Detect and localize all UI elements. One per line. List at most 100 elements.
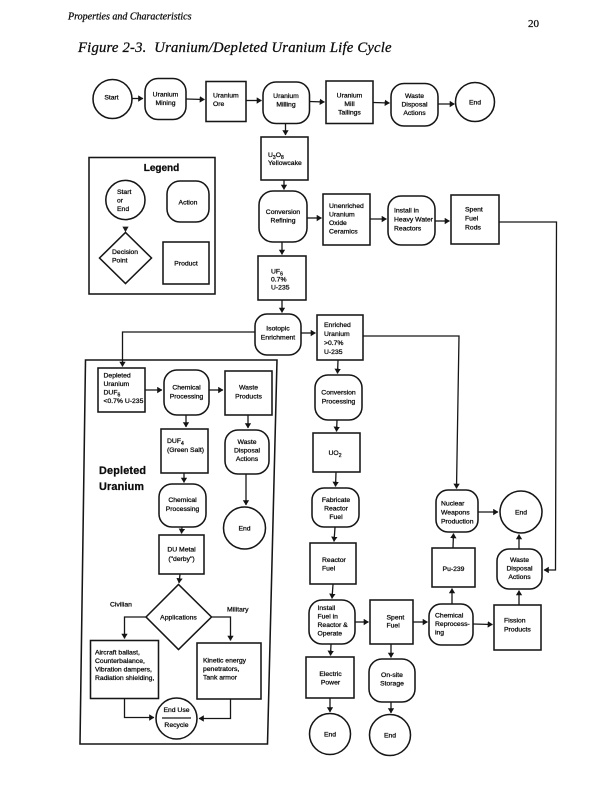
svg-text:Mill: Mill bbox=[344, 101, 355, 108]
svg-text:Uranium: Uranium bbox=[324, 331, 350, 338]
svg-text:Production: Production bbox=[441, 519, 474, 526]
svg-text:UF6: UF6 bbox=[271, 269, 283, 278]
svg-text:U-235: U-235 bbox=[271, 285, 290, 292]
svg-text:Reprocess-: Reprocess- bbox=[435, 621, 470, 628]
svg-text:Kinetic energy: Kinetic energy bbox=[203, 658, 247, 665]
svg-text:Fuel: Fuel bbox=[465, 216, 479, 223]
svg-text:End: End bbox=[469, 100, 481, 107]
svg-text:Products: Products bbox=[504, 627, 531, 634]
svg-text:Pu-239: Pu-239 bbox=[443, 566, 465, 573]
svg-text:End: End bbox=[238, 526, 250, 533]
svg-text:("derby"): ("derby") bbox=[168, 556, 194, 563]
svg-text:Military: Military bbox=[227, 607, 249, 614]
svg-text:Actions: Actions bbox=[403, 110, 426, 117]
svg-text:Actions: Actions bbox=[508, 574, 531, 581]
svg-text:Counterbalance,: Counterbalance, bbox=[95, 658, 145, 665]
svg-text:penetrators,: penetrators, bbox=[203, 666, 239, 673]
svg-text:Milling: Milling bbox=[276, 102, 295, 109]
svg-text:Ceramics: Ceramics bbox=[329, 229, 358, 236]
svg-text:Disposal: Disposal bbox=[234, 448, 261, 455]
svg-text:Uranium: Uranium bbox=[153, 92, 179, 99]
svg-text:Vibration dampers,: Vibration dampers, bbox=[95, 667, 152, 674]
svg-text:Mining: Mining bbox=[155, 100, 175, 107]
svg-text:Tank armor: Tank armor bbox=[203, 675, 238, 682]
svg-text:End: End bbox=[515, 510, 527, 517]
svg-text:Depleted: Depleted bbox=[99, 465, 146, 477]
svg-text:Conversion: Conversion bbox=[321, 390, 356, 397]
svg-text:Applications: Applications bbox=[160, 615, 197, 622]
svg-text:Aircraft ballast,: Aircraft ballast, bbox=[95, 650, 140, 657]
svg-text:Fuel in: Fuel in bbox=[318, 614, 339, 621]
svg-text:Power: Power bbox=[321, 680, 341, 687]
svg-text:Reactor: Reactor bbox=[324, 506, 349, 513]
svg-text:Isotopic: Isotopic bbox=[266, 326, 290, 333]
svg-text:Uranium: Uranium bbox=[337, 93, 363, 100]
svg-text:Weapons: Weapons bbox=[441, 510, 470, 517]
svg-text:Fuel: Fuel bbox=[387, 623, 401, 630]
svg-text:End: End bbox=[324, 732, 336, 739]
svg-text:Chemical: Chemical bbox=[172, 385, 201, 392]
svg-text:Install in: Install in bbox=[394, 208, 419, 215]
svg-text:DU Metal: DU Metal bbox=[167, 547, 196, 554]
svg-text:Nuclear: Nuclear bbox=[441, 501, 465, 508]
svg-text:Uranium: Uranium bbox=[104, 381, 130, 388]
svg-text:On-site: On-site bbox=[381, 672, 403, 679]
svg-text:Fuel: Fuel bbox=[329, 514, 343, 521]
svg-text:Properties and Characteristics: Properties and Characteristics bbox=[67, 12, 192, 23]
svg-text:Legend: Legend bbox=[144, 163, 180, 174]
svg-text:DUF4: DUF4 bbox=[167, 438, 184, 447]
svg-text:DUF6: DUF6 bbox=[104, 390, 121, 399]
svg-text:Radiation shielding,: Radiation shielding, bbox=[95, 675, 154, 682]
svg-text:Start: Start bbox=[104, 95, 118, 102]
svg-text:Start: Start bbox=[117, 189, 131, 196]
svg-text:Conversion: Conversion bbox=[266, 209, 301, 216]
svg-text:Point: Point bbox=[112, 258, 128, 265]
svg-text:Decision: Decision bbox=[112, 249, 138, 256]
svg-text:Actions: Actions bbox=[236, 456, 259, 463]
svg-text:Uranium: Uranium bbox=[273, 93, 299, 100]
svg-text:<0.7% U-235: <0.7% U-235 bbox=[104, 398, 144, 405]
svg-text:Chemical: Chemical bbox=[168, 497, 197, 504]
svg-text:Waste: Waste bbox=[237, 439, 256, 446]
svg-text:(Green Salt): (Green Salt) bbox=[167, 447, 204, 454]
svg-text:U-235: U-235 bbox=[324, 349, 343, 356]
svg-text:ing: ing bbox=[435, 630, 444, 637]
svg-text:Electric: Electric bbox=[319, 671, 342, 678]
svg-text:Yellowcake: Yellowcake bbox=[268, 160, 302, 167]
svg-text:20: 20 bbox=[528, 18, 540, 30]
svg-text:Processing: Processing bbox=[166, 506, 200, 513]
svg-text:Product: Product bbox=[174, 261, 198, 268]
svg-text:Figure 2-3. Uranium/Depleted: Figure 2-3. Uranium/Depleted Uranium Lif… bbox=[77, 40, 392, 56]
svg-text:End: End bbox=[384, 733, 396, 740]
svg-text:End Use: End Use bbox=[163, 707, 189, 714]
svg-text:Oxide: Oxide bbox=[329, 220, 347, 227]
svg-text:0.7%: 0.7% bbox=[271, 277, 287, 284]
svg-text:Processing: Processing bbox=[322, 399, 356, 406]
svg-text:UO2: UO2 bbox=[329, 450, 342, 459]
svg-text:Tailings: Tailings bbox=[338, 110, 361, 117]
svg-text:Fuel: Fuel bbox=[322, 566, 336, 573]
svg-text:Spent: Spent bbox=[465, 207, 483, 214]
svg-text:Refining: Refining bbox=[271, 218, 296, 225]
svg-text:Depleted: Depleted bbox=[104, 373, 131, 380]
svg-text:Processing: Processing bbox=[170, 394, 204, 401]
svg-text:Waste: Waste bbox=[239, 385, 258, 392]
svg-text:Reactor: Reactor bbox=[322, 557, 347, 564]
svg-text:Disposal: Disposal bbox=[401, 102, 428, 109]
svg-text:End: End bbox=[117, 206, 129, 213]
svg-text:Recycle: Recycle bbox=[164, 722, 188, 729]
svg-text:U3O8: U3O8 bbox=[268, 152, 284, 161]
svg-text:Operate: Operate bbox=[318, 631, 343, 638]
svg-text:Uranium: Uranium bbox=[329, 212, 355, 219]
svg-text:or: or bbox=[117, 198, 124, 205]
svg-text:Unenriched: Unenriched bbox=[329, 203, 364, 210]
svg-text:Waste: Waste bbox=[510, 557, 529, 564]
svg-text:Install: Install bbox=[318, 605, 336, 612]
svg-text:Fission: Fission bbox=[504, 618, 526, 625]
svg-text:>0.7%: >0.7% bbox=[324, 340, 343, 347]
svg-text:Civilian: Civilian bbox=[110, 602, 132, 609]
svg-text:Storage: Storage bbox=[380, 681, 404, 688]
svg-text:Reactors: Reactors bbox=[394, 226, 422, 233]
svg-text:Spent: Spent bbox=[387, 615, 405, 622]
svg-text:Heavy Water: Heavy Water bbox=[394, 217, 434, 224]
